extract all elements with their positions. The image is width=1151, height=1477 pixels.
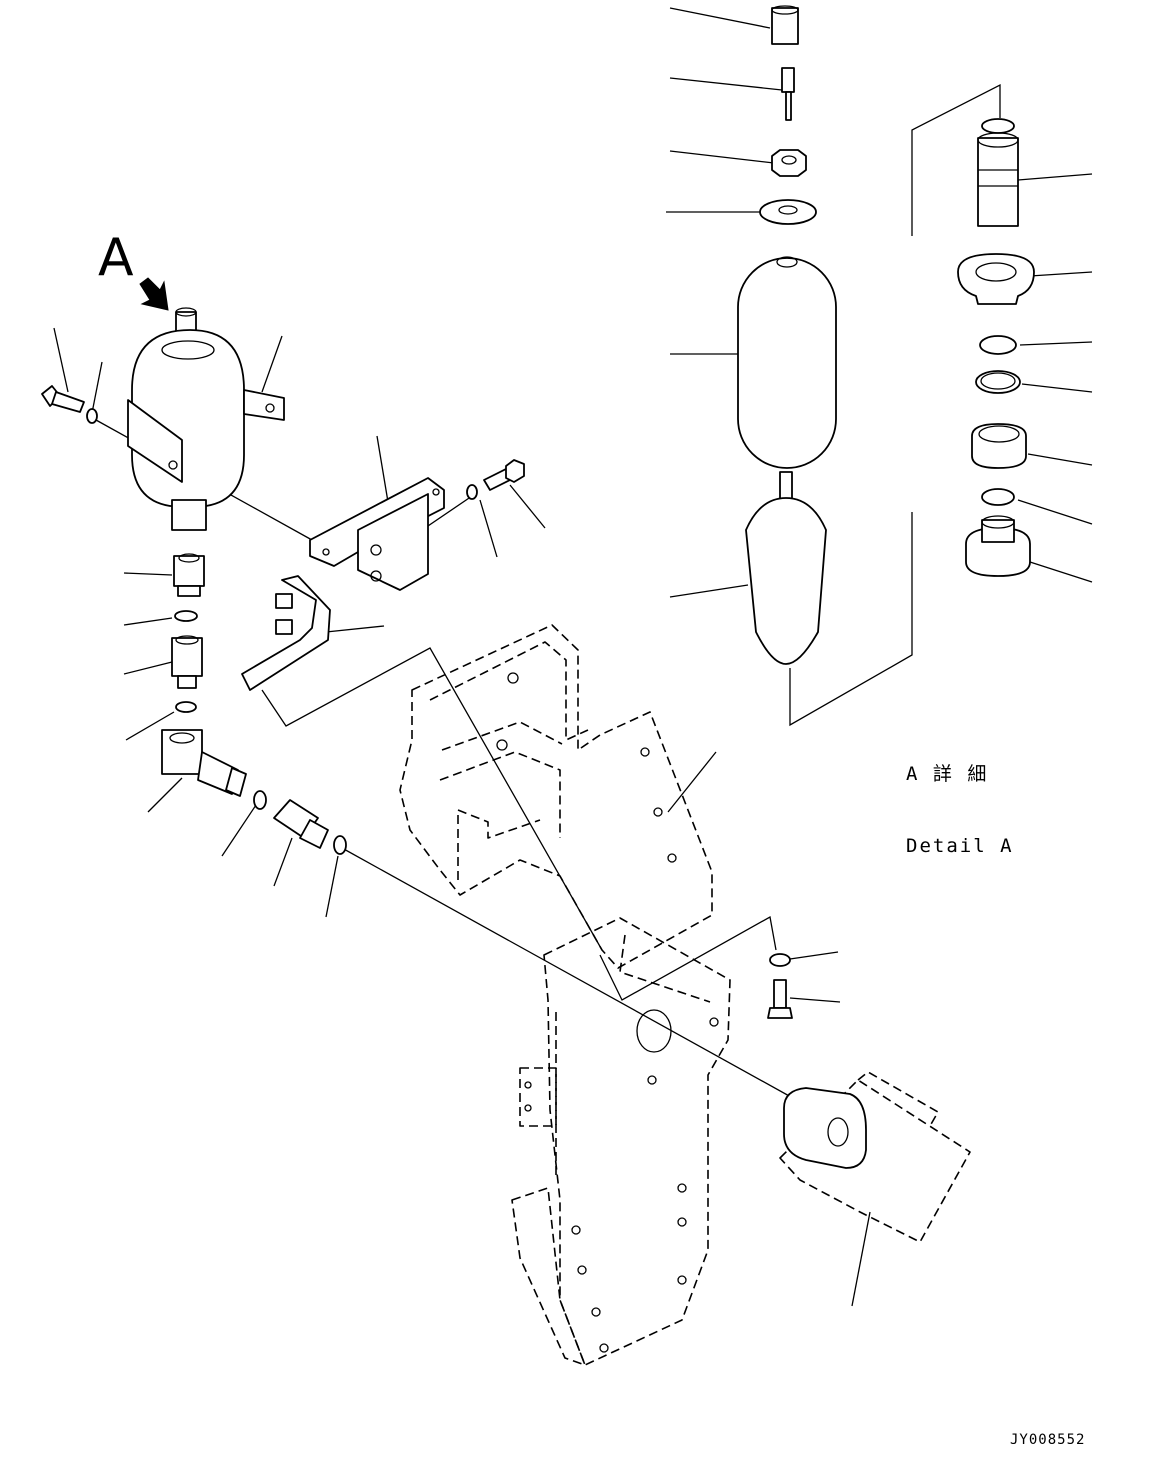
leader-lines — [53, 7, 1093, 1307]
detail-caption-jp: A 詳 細 — [906, 763, 989, 785]
bracket-plate — [309, 477, 445, 591]
view-marker-letter: A — [98, 228, 134, 288]
o-ring-lower — [981, 488, 1015, 506]
lock-nut — [971, 423, 1027, 469]
mounting-frame-phantom — [399, 624, 971, 1366]
detail-caption: A 詳 細 Detail A — [906, 714, 1014, 882]
bladder — [745, 471, 827, 665]
poppet-valve — [977, 118, 1019, 227]
end-plug — [965, 515, 1031, 577]
gas-valve — [781, 67, 795, 121]
o-ring — [979, 335, 1017, 355]
o-ring-small-2 — [333, 835, 347, 855]
frame-holes — [496, 672, 719, 1353]
fitting-stack — [171, 553, 205, 713]
pump-housing — [783, 1087, 867, 1169]
view-arrow-icon — [139, 277, 169, 311]
valve-cap — [771, 5, 799, 45]
frame-washer — [769, 953, 791, 967]
drawing-code: JY008552 — [1010, 1432, 1086, 1448]
anti-extrusion-ring — [957, 253, 1035, 305]
elbow-fitting — [161, 729, 247, 797]
bolt-left — [41, 385, 98, 424]
bolt-right — [466, 459, 525, 500]
straight-fitting — [273, 799, 329, 849]
valve-washer — [759, 199, 817, 225]
frame-bolt — [767, 979, 793, 1019]
valve-nut — [771, 149, 807, 177]
accumulator-shell — [737, 256, 837, 469]
clamp-bracket — [241, 575, 331, 691]
assembly-lines — [95, 419, 801, 1103]
accumulator — [127, 307, 285, 531]
o-ring-small-1 — [253, 790, 267, 810]
detail-caption-en: Detail A — [906, 835, 1014, 857]
detail-a-frame — [789, 83, 1001, 727]
backup-ring — [975, 370, 1021, 394]
